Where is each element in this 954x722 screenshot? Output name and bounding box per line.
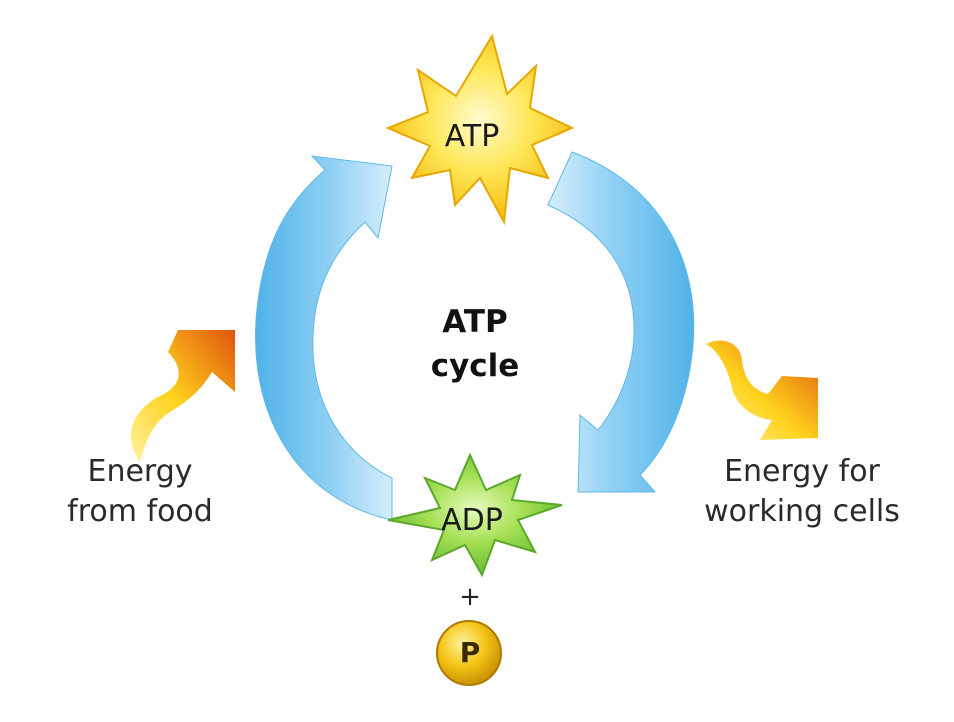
energy-from-food-line2: from food <box>67 494 213 529</box>
plus-sign: + <box>459 582 481 612</box>
cycle-title: ATP cycle <box>395 300 555 388</box>
energy-for-cells-line1: Energy for <box>724 454 880 489</box>
cycle-title-line1: ATP <box>442 304 508 340</box>
atp-label: ATP <box>444 119 500 154</box>
energy-for-cells-label: Energy for working cells <box>672 452 932 532</box>
cycle-arrow-right <box>547 151 695 493</box>
energy-for-cells-icon <box>706 340 818 440</box>
adp-star <box>387 452 563 578</box>
energy-from-food-line1: Energy <box>87 454 193 489</box>
phosphate-label: P <box>459 636 481 669</box>
atp-star <box>385 33 575 226</box>
cycle-title-line2: cycle <box>430 348 520 384</box>
adp-label: ADP <box>441 503 503 538</box>
energy-from-food-icon <box>130 330 235 462</box>
cycle-arrow-left <box>255 155 393 521</box>
phosphate-ball <box>436 620 502 686</box>
energy-from-food-label: Energy from food <box>40 452 240 532</box>
energy-for-cells-line2: working cells <box>704 494 900 529</box>
